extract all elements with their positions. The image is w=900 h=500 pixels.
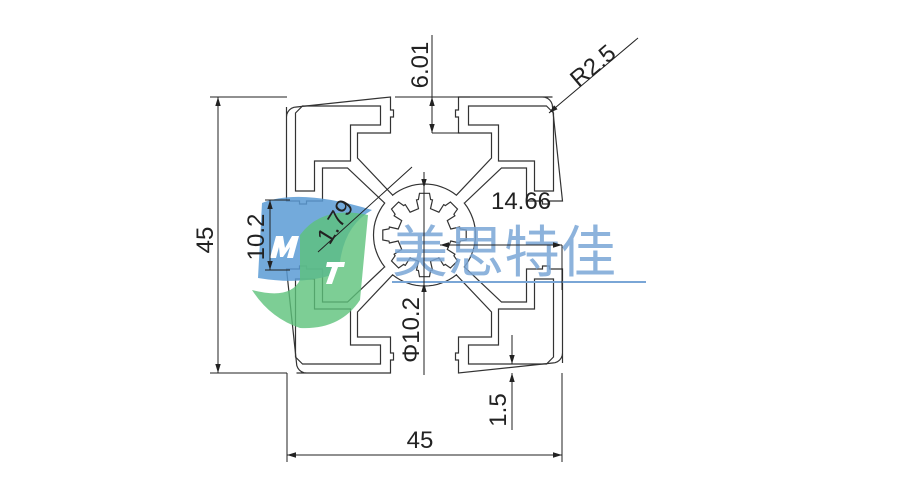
corner-pocket [294, 105, 382, 192]
dim-wall-thickness: 1.5 [485, 393, 512, 426]
dim-overall-width: 45 [407, 427, 434, 454]
dim-slot-width: 10.2 [243, 214, 270, 261]
logo-letter-m [270, 236, 299, 258]
logo-letter-t [326, 262, 345, 284]
corner-pocket [467, 278, 555, 365]
dim-center-hole: Φ10.2 [398, 297, 425, 363]
company-watermark: 美思特佳 [392, 221, 616, 286]
corner-pocket [467, 105, 555, 192]
center-hole [382, 192, 467, 278]
dimension-lines [210, 35, 639, 462]
dim-slot-depth: 6.01 [407, 42, 434, 89]
dim-slot-inner-width: 14.66 [491, 188, 551, 215]
mt-logo [252, 196, 372, 329]
dim-corner-radius: R2.5 [565, 40, 621, 93]
dim-overall-height: 45 [192, 227, 219, 254]
